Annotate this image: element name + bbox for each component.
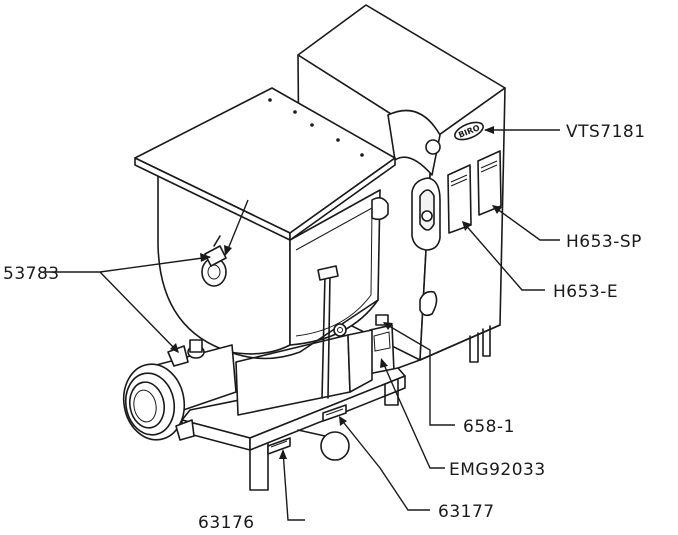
badge-63177 [322, 404, 347, 422]
label-63177: 63177 [438, 502, 495, 522]
biro-logo: BIRO [454, 121, 484, 141]
hopper-lid [134, 87, 396, 241]
leader-lines [45, 126, 560, 521]
label-53783: 53783 [3, 264, 60, 284]
base-lever [297, 429, 350, 461]
base-badges [267, 404, 347, 455]
front-knob [419, 290, 438, 317]
lever-ball [320, 431, 350, 461]
handle-switch [411, 177, 441, 251]
switch-plate-sp [477, 150, 502, 216]
label-h653-e: H653-E [553, 282, 618, 302]
label-h653-sp: H653-SP [566, 232, 642, 252]
switch-plates [447, 150, 502, 234]
label-vts7181: VTS7181 [566, 122, 646, 142]
electrical-components [369, 314, 395, 376]
label-63176: 63176 [198, 513, 255, 533]
base-leg-front [249, 443, 269, 491]
switch-plate-e [447, 164, 472, 234]
cabinet-hump [387, 109, 441, 176]
hopper-clamp [201, 235, 227, 287]
mixing-paddle [317, 265, 347, 399]
label-658-1: 658-1 [463, 417, 515, 437]
grinder-head [122, 339, 237, 441]
label-emg92033: EMG92033 [449, 460, 546, 480]
part-labels: VTS7181 H653-SP H653-E 53783 658-1 EMG92… [3, 122, 646, 533]
cabinet-leg-right [469, 332, 479, 363]
hopper [157, 171, 389, 360]
switch-658-1 [375, 314, 389, 326]
